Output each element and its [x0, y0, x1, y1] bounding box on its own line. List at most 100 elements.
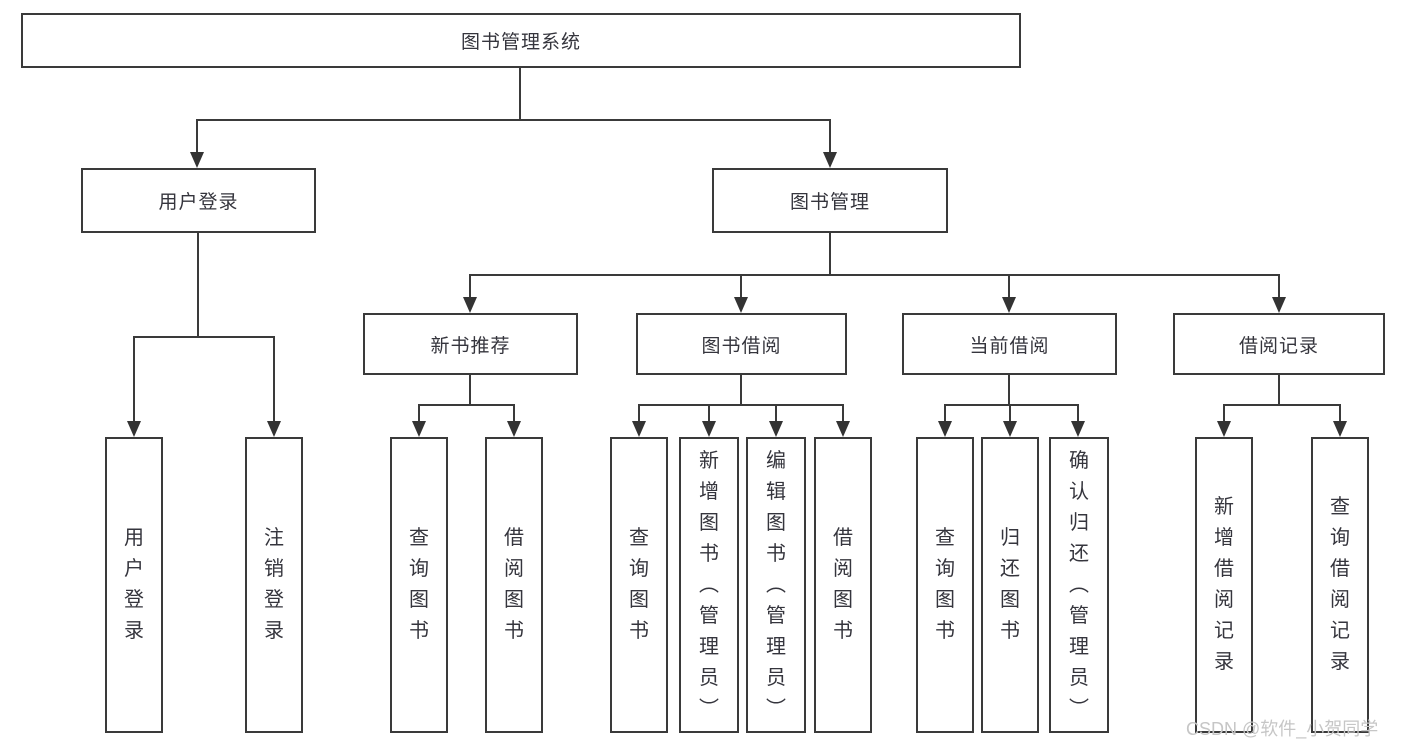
- leaf-borrow-books-borrowing: 借阅图书: [814, 437, 872, 733]
- connector-line: [1077, 404, 1079, 424]
- arrow-down-icon: [702, 421, 716, 437]
- arrow-down-icon: [1003, 421, 1017, 437]
- vertical-char: 阅: [1330, 589, 1350, 611]
- vertical-char: 书: [1000, 620, 1020, 642]
- connector-line: [273, 336, 275, 424]
- vertical-char: 书: [935, 620, 955, 642]
- vertical-char: 户: [124, 558, 144, 580]
- arrow-down-icon: [412, 421, 426, 437]
- vertical-char: 图: [1000, 589, 1020, 611]
- connector-line: [418, 404, 420, 424]
- vertical-char: 询: [935, 558, 955, 580]
- vertical-char: 管: [699, 604, 719, 627]
- vertical-char: ︶: [766, 697, 786, 720]
- vertical-char: 查: [409, 527, 429, 549]
- vertical-char: 登: [124, 589, 144, 611]
- arrow-down-icon: [1002, 297, 1016, 313]
- connector-line: [638, 404, 640, 424]
- connector-line: [638, 404, 843, 406]
- vertical-char: 查: [629, 527, 649, 549]
- leaf-query-borrow-record: 查询借阅记录: [1311, 437, 1369, 733]
- vertical-char: ︵: [1069, 573, 1089, 596]
- arrow-down-icon: [632, 421, 646, 437]
- vertical-char: 理: [1069, 635, 1089, 658]
- vertical-char: 图: [629, 589, 649, 611]
- connector-line: [133, 336, 275, 338]
- vertical-char: 辑: [766, 480, 786, 503]
- vertical-char: 认: [1069, 480, 1089, 503]
- vertical-char: 书: [629, 620, 649, 642]
- vertical-char: 员: [1069, 666, 1089, 689]
- node-library-management-system: 图书管理系统: [21, 13, 1021, 68]
- arrow-down-icon: [769, 421, 783, 437]
- vertical-char: ︵: [699, 573, 719, 596]
- vertical-char: 图: [504, 589, 524, 611]
- vertical-char: 书: [409, 620, 429, 642]
- vertical-char: 图: [699, 511, 719, 534]
- vertical-char: 借: [504, 527, 524, 549]
- vertical-char: 借: [1330, 558, 1350, 580]
- leaf-borrow-books-recommend: 借阅图书: [485, 437, 543, 733]
- vertical-char: 理: [766, 635, 786, 658]
- connector-line: [196, 119, 198, 156]
- arrow-down-icon: [1071, 421, 1085, 437]
- vertical-char: 管: [1069, 604, 1089, 627]
- arrow-down-icon: [938, 421, 952, 437]
- arrow-down-icon: [734, 297, 748, 313]
- connector-line: [775, 404, 777, 424]
- leaf-confirm-return-admin: 确认归还︵管理员︶: [1049, 437, 1109, 733]
- vertical-char: 阅: [504, 558, 524, 580]
- vertical-char: ︶: [699, 697, 719, 720]
- connector-line: [829, 233, 831, 276]
- connector-line: [469, 274, 471, 300]
- connector-line: [1008, 274, 1010, 300]
- vertical-char: 管: [766, 604, 786, 627]
- connector-line: [708, 404, 710, 424]
- vertical-char: 用: [124, 527, 144, 549]
- connector-line: [1278, 274, 1280, 300]
- arrow-down-icon: [1217, 421, 1231, 437]
- vertical-char: 录: [1330, 651, 1350, 673]
- vertical-char: 书: [699, 542, 719, 565]
- vertical-char: 还: [1000, 558, 1020, 580]
- vertical-char: 员: [766, 666, 786, 689]
- connector-line: [197, 233, 199, 338]
- vertical-char: 归: [1000, 527, 1020, 549]
- connector-line: [740, 375, 742, 406]
- node-user-login: 用户登录: [81, 168, 316, 233]
- leaf-return-books: 归还图书: [981, 437, 1039, 733]
- vertical-char: 图: [409, 589, 429, 611]
- vertical-char: 借: [833, 527, 853, 549]
- arrow-down-icon: [823, 152, 837, 168]
- node-book-borrowing: 图书借阅: [636, 313, 847, 375]
- vertical-char: ︵: [766, 573, 786, 596]
- connector-line: [829, 119, 831, 156]
- connector-line: [944, 404, 1079, 406]
- connector-line: [740, 274, 742, 300]
- leaf-edit-books-admin: 编辑图书︵管理员︶: [746, 437, 806, 733]
- arrow-down-icon: [836, 421, 850, 437]
- node-book-management: 图书管理: [712, 168, 948, 233]
- vertical-char: ︶: [1069, 697, 1089, 720]
- leaf-logout-login: 注销登录: [245, 437, 303, 733]
- arrow-down-icon: [507, 421, 521, 437]
- vertical-char: 增: [1214, 527, 1234, 549]
- leaf-query-books-current: 查询图书: [916, 437, 974, 733]
- arrow-down-icon: [267, 421, 281, 437]
- vertical-char: 录: [264, 620, 284, 642]
- connector-line: [1339, 404, 1341, 424]
- vertical-char: 归: [1069, 511, 1089, 534]
- arrow-down-icon: [463, 297, 477, 313]
- connector-line: [469, 375, 471, 406]
- vertical-char: 还: [1069, 542, 1089, 565]
- leaf-user-login: 用户登录: [105, 437, 163, 733]
- node-borrowing-records: 借阅记录: [1173, 313, 1385, 375]
- vertical-char: 增: [699, 480, 719, 503]
- vertical-char: 书: [504, 620, 524, 642]
- connector-line: [519, 68, 521, 121]
- vertical-char: 图: [766, 511, 786, 534]
- vertical-char: 记: [1214, 620, 1234, 642]
- vertical-char: 书: [833, 620, 853, 642]
- node-current-borrowing: 当前借阅: [902, 313, 1117, 375]
